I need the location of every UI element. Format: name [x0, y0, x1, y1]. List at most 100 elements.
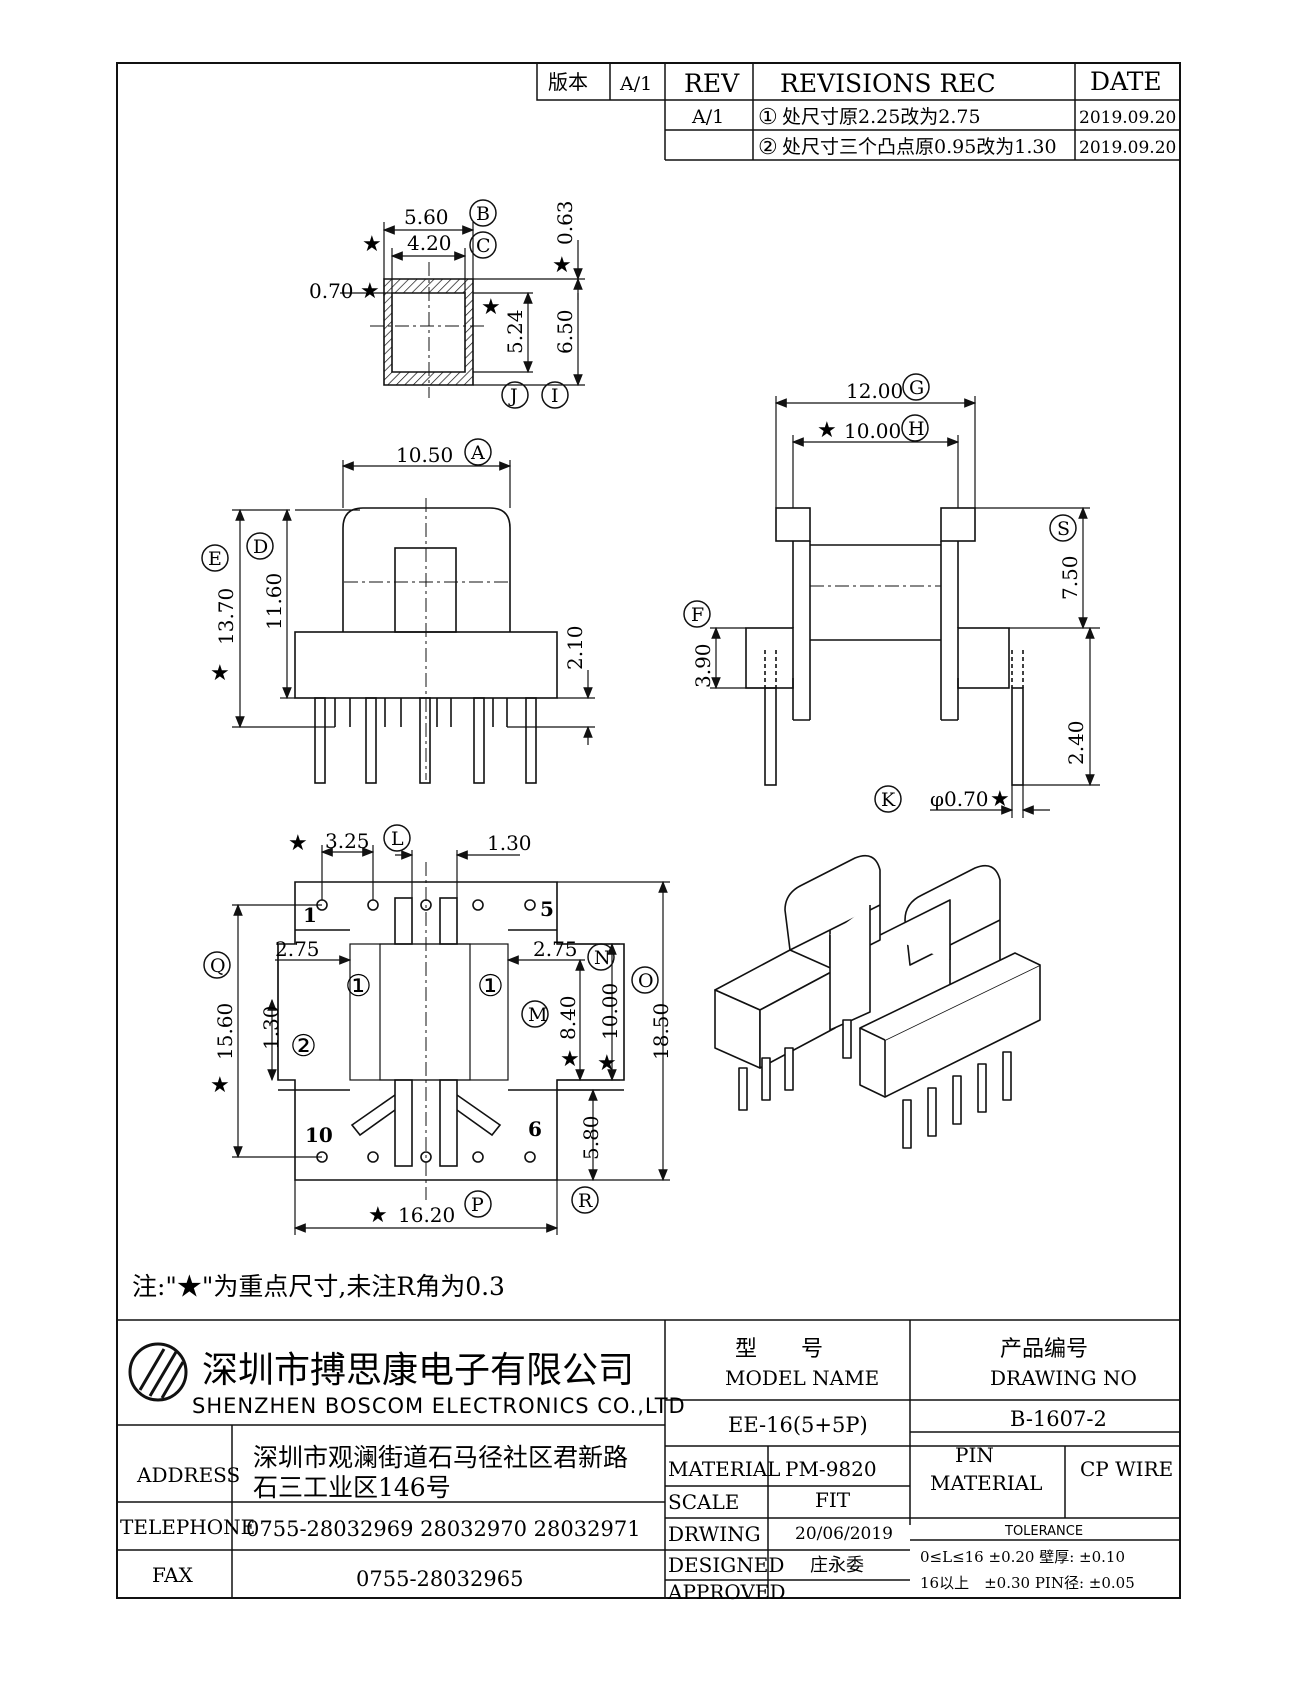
change-mark-1-left: ① [345, 969, 372, 1004]
callout-O: O [638, 970, 654, 992]
dim-11-60: 11.60 [262, 573, 286, 630]
dim-2-40: 2.40 [1064, 720, 1088, 765]
edition-value: A/1 [619, 73, 652, 95]
star-mark: ★ [210, 1073, 230, 1098]
revision-table [536, 62, 1181, 161]
drawing-note: 注:"★"为重点尺寸,未注R角为0.3 [132, 1272, 505, 1301]
dim-3-25: 3.25 [325, 829, 370, 853]
callout-H: H [908, 418, 925, 440]
pin-5-label: 5 [540, 897, 554, 921]
callout-C: C [476, 235, 491, 257]
dim-5-60: 5.60 [404, 205, 449, 229]
callout-D: D [253, 536, 268, 558]
star-mark: ★ [597, 1051, 617, 1076]
star-mark: ★ [288, 831, 308, 856]
dim-1-30-side: 1.30 [259, 1005, 283, 1050]
dim-1-30-top: 1.30 [487, 831, 532, 855]
rev-row-2-date: 2019.09.20 [1079, 138, 1176, 158]
dim-2-75-right: 2.75 [533, 937, 578, 961]
callout-S: S [1057, 518, 1070, 540]
company-name-en: SHENZHEN BOSCOM ELECTRONICS CO.,LTD [192, 1394, 686, 1418]
fax-label: FAX [152, 1563, 194, 1587]
front-dimension-lines [232, 460, 595, 745]
rev-row-1-rev: A/1 [691, 106, 724, 128]
callout-J: J [508, 385, 518, 407]
scale-label: SCALE [668, 1490, 739, 1514]
dim-7-50: 7.50 [1058, 555, 1082, 600]
callout-B: B [476, 203, 490, 225]
section-dimension-lines [340, 222, 585, 387]
side-dimension-lines [710, 396, 1100, 818]
change-mark-1-right: ① [477, 969, 504, 1004]
star-mark: ★ [210, 661, 230, 686]
callout-A: A [470, 442, 485, 464]
tolerance-line-2: 16以上 ±0.30 PIN径: ±0.05 [920, 1574, 1135, 1592]
date-header: DATE [1090, 67, 1162, 96]
pin-material-label-1: PIN [955, 1443, 994, 1467]
title-block-grid [117, 1319, 1180, 1598]
dim-16-20: 16.20 [398, 1203, 455, 1227]
drawing-label-cn: 产品编号 [1000, 1337, 1088, 1362]
dim-5-80: 5.80 [579, 1115, 603, 1160]
callout-L: L [391, 828, 404, 850]
callout-M: M [528, 1004, 547, 1026]
dim-6-50: 6.50 [553, 309, 577, 354]
fax-value: 0755-28032965 [356, 1567, 523, 1591]
pin-1-label: 1 [303, 903, 317, 927]
dim-2-75-left: 2.75 [275, 937, 320, 961]
dim-10-50: 10.50 [396, 443, 453, 467]
model-label-en: MODEL NAME [725, 1366, 879, 1390]
star-mark: ★ [552, 253, 572, 278]
star-mark: ★ [362, 232, 382, 257]
designed-label: DESIGNED [668, 1553, 784, 1577]
dim-13-70: 13.70 [214, 588, 238, 645]
rev-header: REV [684, 69, 740, 98]
drawing-label-en: DRAWING NO [990, 1366, 1137, 1390]
star-mark: ★ [368, 1203, 388, 1228]
dim-3-90: 3.90 [691, 643, 715, 688]
revisions-header: REVISIONS REC [780, 69, 996, 98]
dim-15-60: 15.60 [213, 1003, 237, 1060]
rev-row-2-mark: ② [758, 135, 778, 160]
material-value: PM-9820 [785, 1457, 877, 1481]
drwing-label: DRWING [668, 1522, 761, 1546]
star-mark: ★ [817, 418, 837, 443]
tolerance-line-1: 0≤L≤16 ±0.20 壁厚: ±0.10 [920, 1548, 1125, 1566]
rev-row-1-mark: ① [758, 105, 778, 130]
callout-F: F [691, 604, 704, 626]
company-name-cn: 深圳市搏思康电子有限公司 [202, 1350, 634, 1391]
callout-R: R [578, 1190, 593, 1212]
pin-material-label-2: MATERIAL [930, 1471, 1042, 1495]
approved-label: APPROVED [667, 1580, 786, 1604]
pin-material-value: CP WIRE [1080, 1457, 1173, 1481]
dim-4-20: 4.20 [407, 231, 452, 255]
callout-N: N [594, 947, 611, 969]
bobbin-isometric-view [714, 854, 1041, 1149]
dim-12-00: 12.00 [846, 379, 903, 403]
bottom-dimension-lines [232, 845, 670, 1235]
address-label: ADDRESS [136, 1463, 240, 1487]
dim-8-40: 8.40 [556, 995, 580, 1040]
callout-K: K [881, 789, 896, 811]
dim-0-70-wall: 0.70 [309, 279, 354, 303]
dim-0-63: 0.63 [553, 200, 577, 245]
star-mark: ★ [990, 787, 1010, 812]
telephone-label: TELEPHONE [120, 1515, 255, 1539]
dim-phi-0-70: φ0.70 [930, 787, 989, 811]
address-line-1: 深圳市观澜街道石马径社区君新路 [253, 1443, 628, 1472]
scale-value: FIT [815, 1488, 851, 1512]
telephone-value: 0755-28032969 28032970 28032971 [246, 1517, 641, 1541]
star-mark: ★ [360, 279, 380, 304]
drwing-value: 20/06/2019 [795, 1524, 893, 1544]
bobbin-front-view [294, 498, 558, 784]
edition-label: 版本 [548, 70, 588, 94]
bobbin-side-view [745, 507, 1024, 786]
model-value: EE-16(5+5P) [728, 1413, 868, 1437]
star-mark: ★ [560, 1047, 580, 1072]
drawing-value: B-1607-2 [1010, 1407, 1107, 1431]
tolerance-label: TOLERANCE [1004, 1524, 1083, 1539]
rev-row-1-date: 2019.09.20 [1079, 108, 1176, 128]
material-label: MATERIAL [668, 1457, 780, 1481]
callout-G: G [909, 377, 924, 399]
